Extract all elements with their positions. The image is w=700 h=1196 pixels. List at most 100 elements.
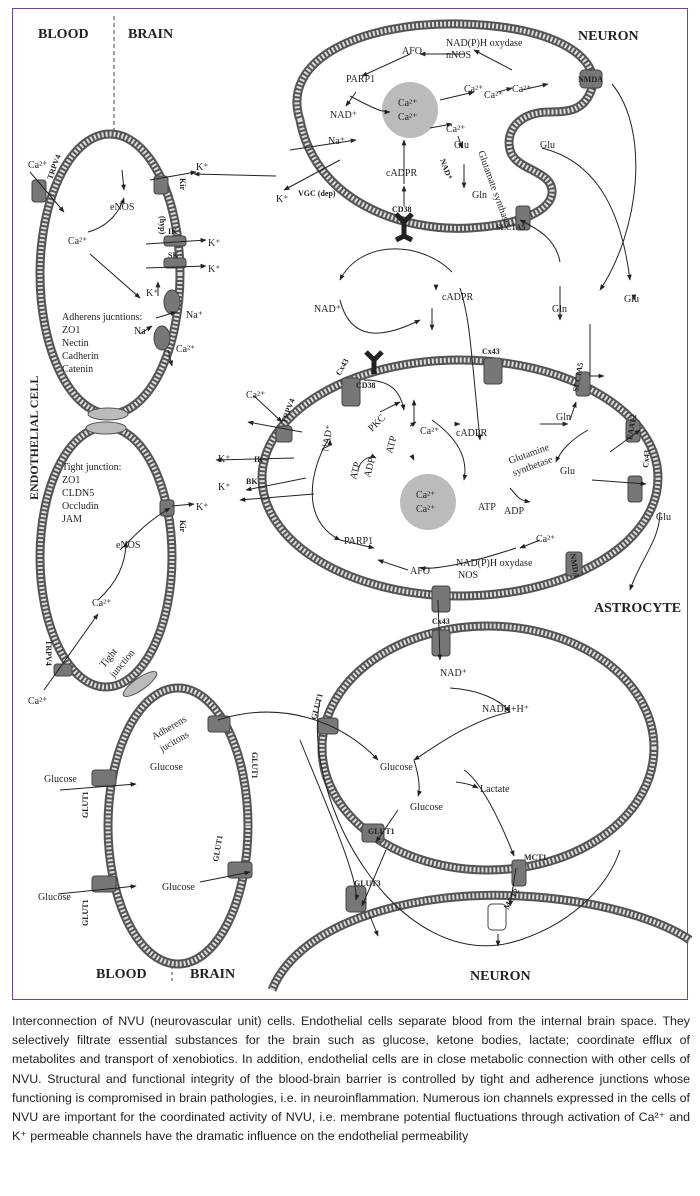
label-sk: SK (168, 251, 179, 260)
junction-shape (85, 421, 127, 435)
label-tight-item: Occludin (62, 501, 99, 512)
label-k: K⁺ (146, 288, 159, 299)
heading-brain-bottom: BRAIN (190, 967, 235, 982)
label-glu: Glu (560, 466, 575, 477)
label-ca: Ca²⁺ (28, 160, 47, 171)
cd38-receptor (364, 350, 384, 374)
label-ca: Ca²⁺ (246, 390, 265, 401)
label-na: Na⁺ (134, 326, 151, 337)
label-ik: IK (254, 455, 264, 464)
neuron-bottom-membrane (267, 890, 693, 992)
label-cadpr: cADPR (456, 428, 487, 439)
label-lactate: Lactate (480, 784, 510, 795)
label-k: K⁺ (196, 162, 209, 173)
label-tight-item: CLDN5 (62, 488, 94, 499)
junction-shape (87, 407, 129, 421)
label-adherens-item: Catenin (62, 364, 93, 375)
label-glu: Glu (540, 140, 555, 151)
label-cx43: Cx43 (432, 617, 450, 626)
label-gln: Gln (552, 304, 567, 315)
label-glut1: GLUT1 (81, 791, 90, 818)
label-k: K⁺ (208, 264, 221, 275)
label-cx43: Cx43 (641, 450, 652, 468)
heading-brain-top: BRAIN (128, 27, 173, 42)
label-kir: Kir (178, 520, 187, 532)
label-glucose: Glucose (410, 802, 443, 813)
label-nnos: nNOS (446, 50, 471, 61)
figure-caption: Interconnection of NVU (neurovascular un… (12, 1014, 690, 1144)
label-glucose: Glucose (44, 774, 77, 785)
astrocyte-membrane (257, 355, 663, 601)
label-cadpr: cADPR (386, 168, 417, 179)
label-atp: ATP (384, 434, 399, 454)
label-mct1: MCT1 (524, 853, 547, 862)
label-ca-store-2: Ca²⁺ (398, 112, 417, 123)
figure-frame (12, 8, 688, 1000)
label-glu: Glu (454, 140, 469, 151)
label-gln: Gln (556, 412, 571, 423)
label-atp: ATP (348, 460, 363, 480)
heading-blood-bottom: BLOOD (96, 967, 147, 982)
label-parp1: PARP1 (346, 74, 375, 85)
calcium-store-neuron (382, 82, 438, 138)
label-glucose: Glucose (38, 892, 71, 903)
label-na: Na⁺ (186, 310, 203, 321)
label-tight-item: JAM (62, 514, 82, 525)
nvu-diagram: BLOOD BRAIN NEURON ENDOTHELIAL CELL ASTR… (27, 16, 693, 992)
label-glucose: Glucose (150, 762, 183, 773)
label-glut1: GLUT1 (81, 899, 90, 926)
label-kir: Kir (178, 178, 187, 190)
cd38-receptor (394, 212, 414, 243)
endothelial-cell-bottom (103, 683, 253, 969)
label-hyp: (hyp) (158, 216, 167, 235)
label-bk: BK (246, 477, 258, 486)
neuron-top-membrane (292, 19, 598, 233)
label-ca: Ca²⁺ (420, 426, 439, 437)
label-nadph-oxydase: NAD(P)H oxydase (446, 38, 523, 49)
label-nad: NAD⁺ (320, 424, 336, 452)
heading-astrocyte: ASTROCYTE (594, 601, 681, 616)
label-cd38: CD38 (356, 381, 376, 390)
label-cadpr: cADPR (442, 292, 473, 303)
label-ca: Ca²⁺ (536, 534, 555, 545)
label-nad: NAD⁺ (438, 158, 454, 181)
label-afo: AFO (410, 566, 430, 577)
calcium-store-astrocyte (400, 474, 456, 530)
heading-neuron-top: NEURON (578, 29, 639, 44)
label-eaat2: EAAT2 (625, 414, 638, 441)
label-ca: Ca²⁺ (464, 84, 483, 95)
label-glut1: GLUT1 (309, 692, 325, 720)
label-slc1a5: SLC1A5 (496, 223, 525, 232)
label-cx43: Cx43 (482, 347, 500, 356)
label-nad-plus: NAD⁺ (330, 110, 357, 121)
label-glut3: GLUT3 (354, 879, 381, 888)
label-glucose: Glucose (380, 762, 413, 773)
label-adherens-item: Cadherin (62, 351, 99, 362)
pathway-arrows (29, 49, 661, 947)
heading-blood-top: BLOOD (38, 27, 89, 42)
label-adp: ADP (504, 506, 524, 517)
label-tight-title: Tight junction: (62, 462, 121, 473)
label-gln: Gln (472, 190, 487, 201)
label-ca: Ca²⁺ (512, 84, 531, 95)
heading-neuron-bottom: NEURON (470, 969, 531, 984)
mct2-channel (487, 903, 507, 931)
label-ca: Ca²⁺ (68, 236, 87, 247)
lower-cell-membrane (317, 621, 659, 875)
heading-endothelial-cell: ENDOTHELIAL CELL (27, 376, 41, 500)
label-na: Na⁺ (328, 136, 345, 147)
label-ik: IK (168, 227, 178, 236)
label-glut1: GLUT1 (211, 835, 224, 863)
label-glu: Glu (624, 294, 639, 305)
label-k: K⁺ (208, 238, 221, 249)
label-ca: Ca²⁺ (446, 124, 465, 135)
label-parp1: PARP1 (344, 536, 373, 547)
label-ca: Ca²⁺ (28, 696, 47, 707)
label-nad-plus: NAD⁺ (440, 668, 467, 679)
label-glu: Glu (656, 512, 671, 523)
label-cx43: Cx43 (334, 357, 351, 377)
label-glucose: Glucose (162, 882, 195, 893)
label-adherens-item: ZO1 (62, 325, 80, 336)
label-enos: eNOS (110, 202, 134, 213)
label-k: K⁺ (218, 482, 231, 493)
